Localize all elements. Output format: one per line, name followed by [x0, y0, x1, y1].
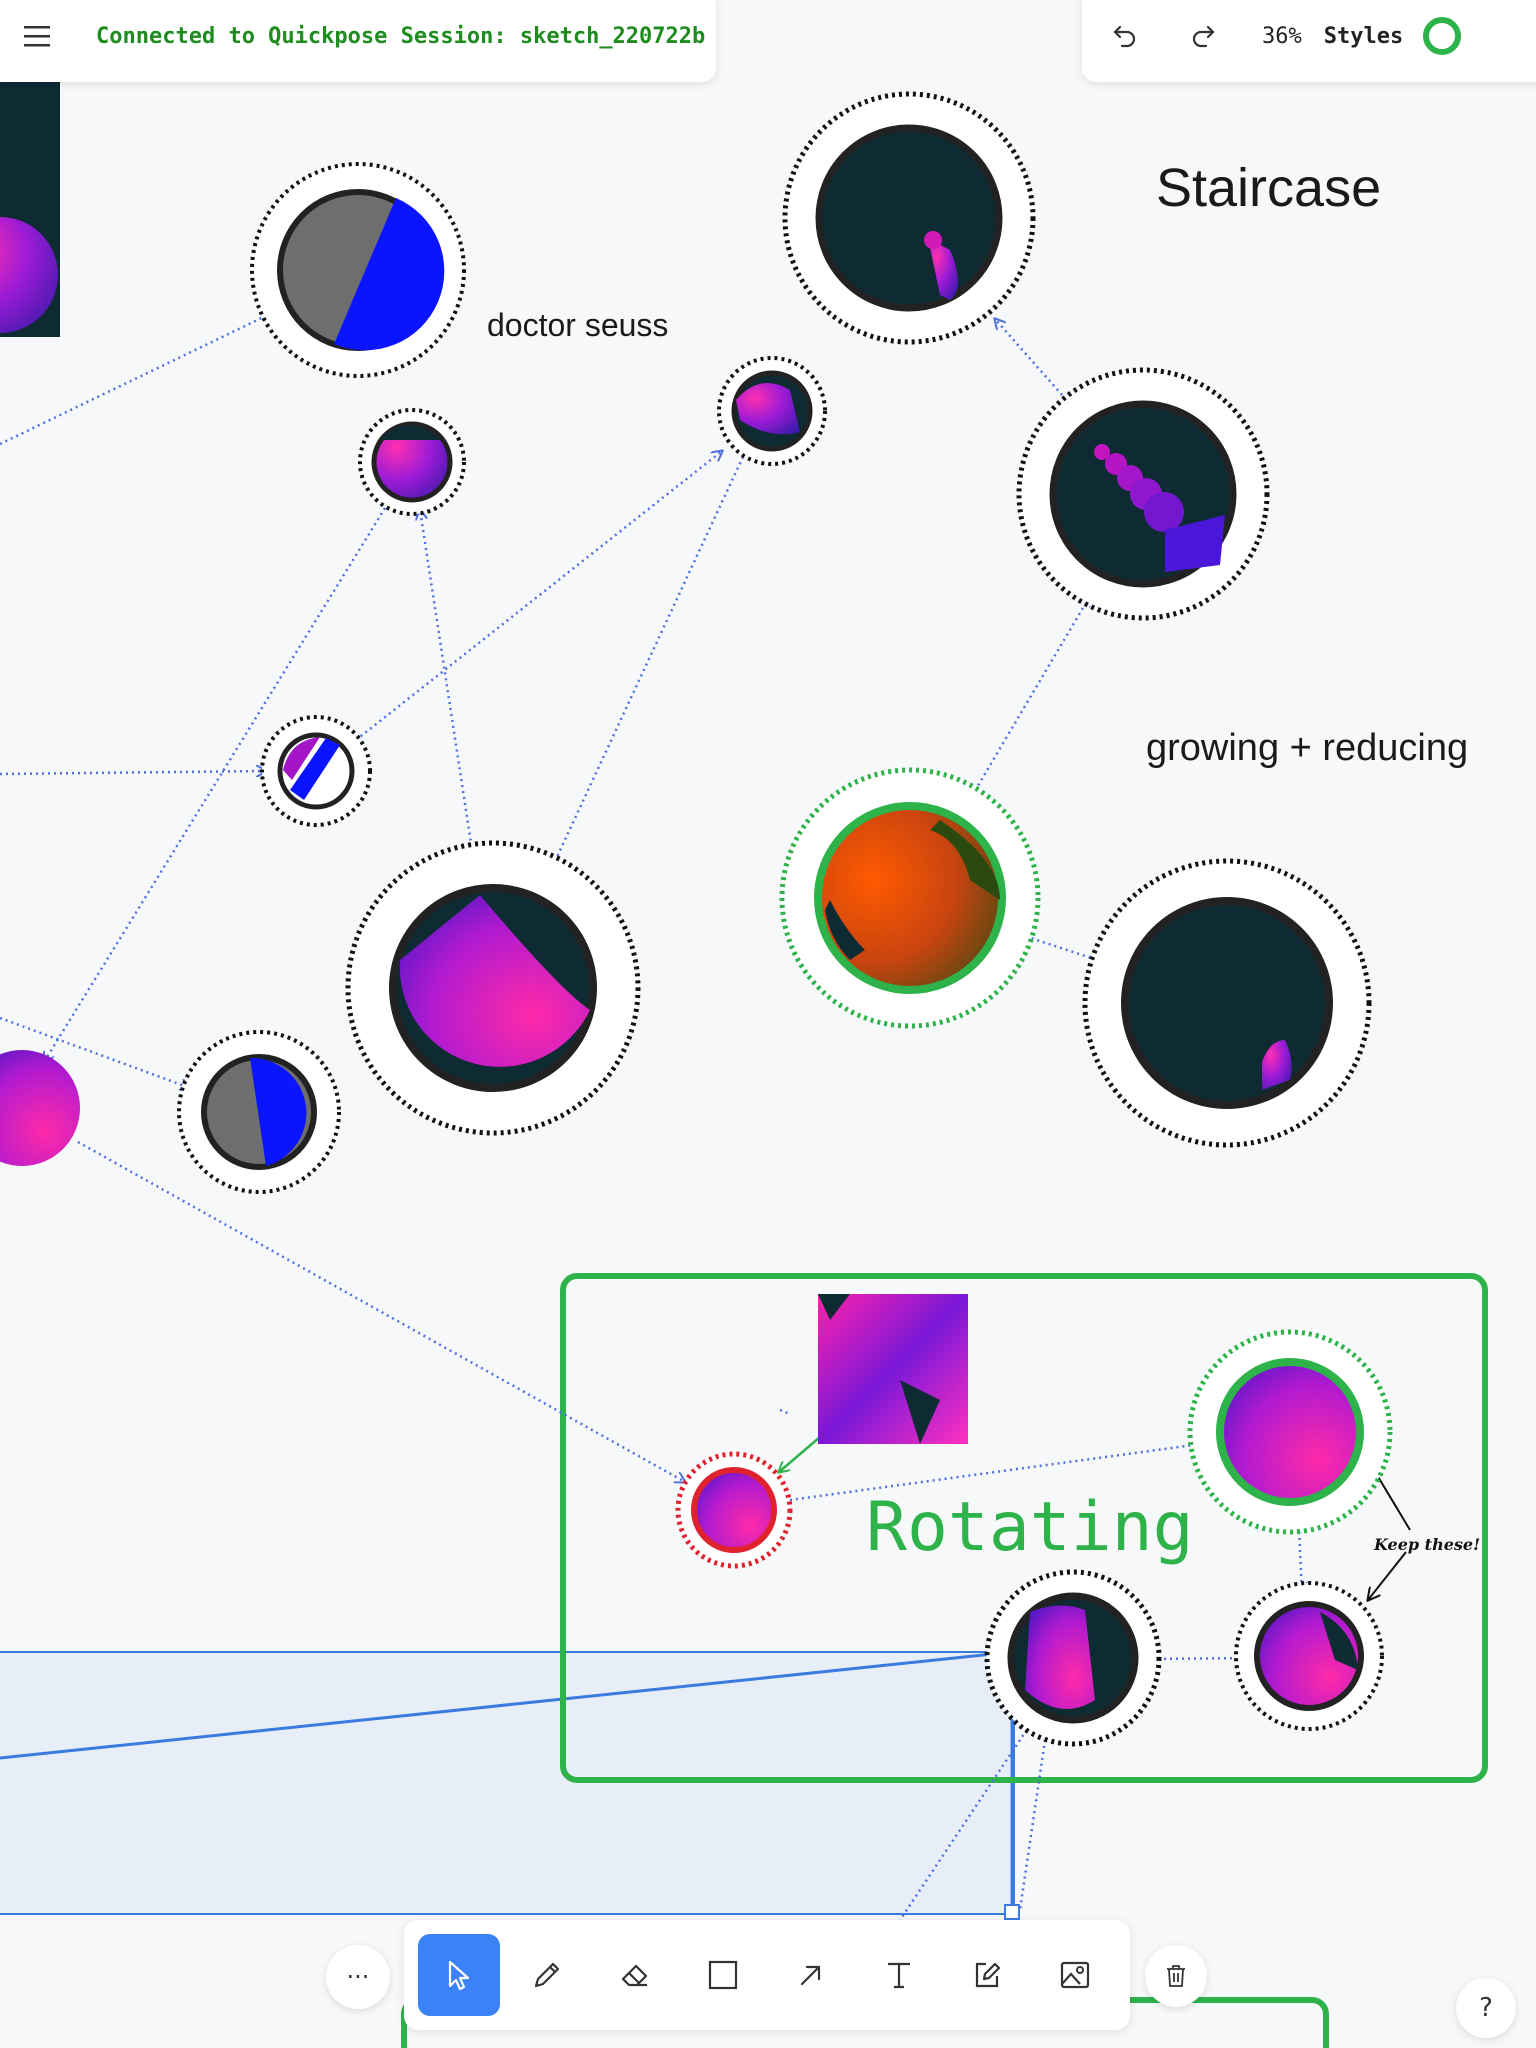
sketch-node[interactable]: [345, 840, 641, 1136]
sketch-node[interactable]: [779, 767, 1041, 1029]
green-arrow: [779, 1436, 821, 1472]
text-icon: [888, 1962, 910, 1989]
undo-button[interactable]: [1096, 7, 1154, 65]
top-controls: 36% Styles: [1082, 0, 1536, 82]
zoom-level[interactable]: 36%: [1262, 23, 1302, 49]
connection-status-icon[interactable]: [1423, 17, 1462, 55]
image-node[interactable]: [818, 1294, 968, 1444]
arrow-icon: [800, 1965, 821, 1986]
image-icon: [1060, 1961, 1090, 1989]
undo-icon: [1113, 25, 1136, 48]
edit-note-icon: [975, 1962, 1001, 1988]
rectangle-icon: [708, 1960, 738, 1990]
eraser-icon: [621, 1964, 648, 1987]
selection-handle[interactable]: [1004, 1904, 1020, 1920]
cursor-icon: [448, 1960, 470, 1991]
doctor-seuss-label[interactable]: doctor seuss: [487, 307, 668, 343]
staircase-label[interactable]: Staircase: [1156, 158, 1381, 218]
sketch-node[interactable]: [260, 715, 372, 827]
redo-button[interactable]: [1174, 7, 1232, 65]
sketch-node[interactable]: [1234, 1581, 1384, 1731]
sketch-node[interactable]: [1082, 858, 1372, 1148]
sketch-node[interactable]: [250, 162, 466, 378]
rotating-label[interactable]: Rotating: [866, 1488, 1194, 1567]
pencil-icon: [534, 1962, 560, 1988]
delete-button[interactable]: [1145, 1945, 1207, 2007]
styles-button[interactable]: Styles: [1323, 23, 1404, 49]
session-panel: Connected to Quickpose Session: sketch_2…: [0, 0, 716, 82]
edit-tool-button[interactable]: [946, 1934, 1028, 2016]
tool-bar: [404, 1920, 1130, 2030]
trash-icon: [1167, 1965, 1185, 1987]
sketch-node[interactable]: [0, 1050, 80, 1166]
sketch-node[interactable]: [782, 91, 1036, 345]
keep-these-label[interactable]: Keep these!: [1373, 1535, 1480, 1554]
partial-image-node[interactable]: [0, 82, 60, 337]
hamburger-icon: [24, 26, 50, 47]
connection-arrows: [0, 313, 1302, 1921]
image-tool-button[interactable]: [1034, 1934, 1116, 2016]
session-status-text: Connected to Quickpose Session: sketch_2…: [96, 23, 706, 49]
eraser-tool-button[interactable]: [594, 1934, 676, 2016]
sketch-node[interactable]: [717, 356, 827, 466]
menu-button[interactable]: [8, 6, 68, 66]
more-options-button[interactable]: ···: [326, 1945, 390, 2009]
pencil-tool-button[interactable]: [506, 1934, 588, 2016]
sketch-node[interactable]: [358, 408, 466, 516]
help-button[interactable]: ?: [1456, 1978, 1516, 2038]
growing-reducing-label[interactable]: growing + reducing: [1146, 727, 1468, 769]
rectangle-tool-button[interactable]: [682, 1934, 764, 2016]
text-tool-button[interactable]: [858, 1934, 940, 2016]
sketch-node[interactable]: [1016, 367, 1270, 621]
select-tool-button[interactable]: [418, 1934, 500, 2016]
sketch-node[interactable]: [177, 1030, 341, 1194]
keep-arrow: [1368, 1551, 1407, 1600]
redo-icon: [1192, 25, 1215, 48]
sketch-node[interactable]: [1187, 1329, 1393, 1535]
sketch-node[interactable]: [984, 1569, 1162, 1747]
rotating-group-frame[interactable]: [560, 1273, 1488, 1783]
sketch-node[interactable]: [675, 1451, 793, 1569]
arrow-tool-button[interactable]: [770, 1934, 852, 2016]
